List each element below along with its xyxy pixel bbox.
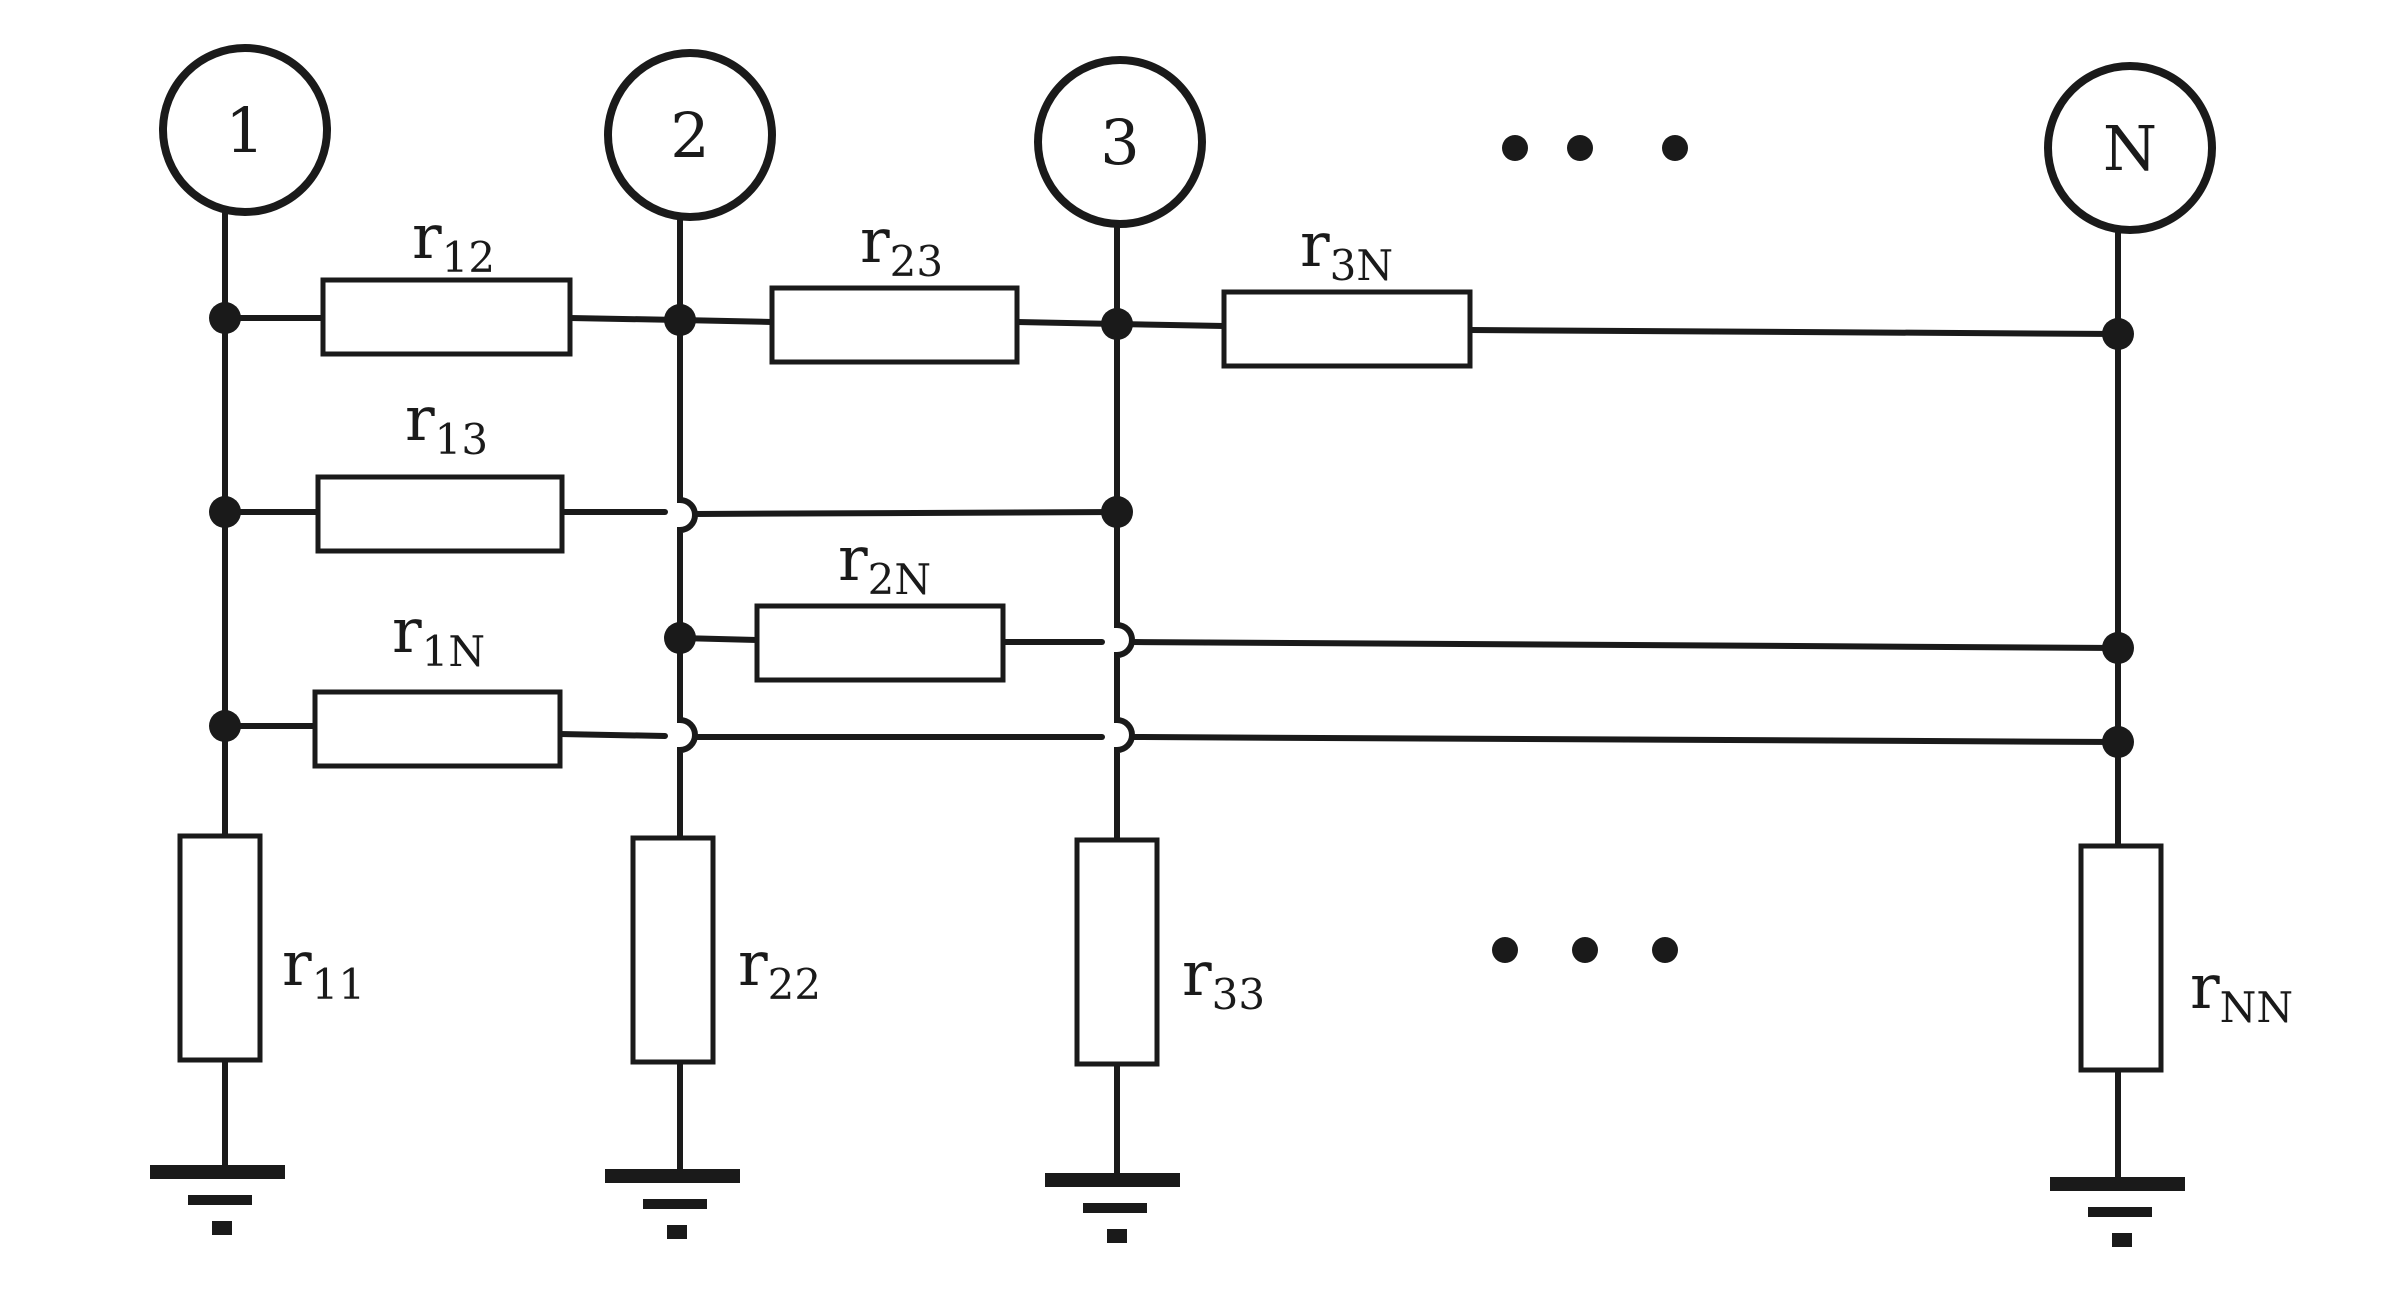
wire-r2N-right xyxy=(1129,639,2121,651)
horizontal-wires xyxy=(222,315,2121,745)
bus-2-upper xyxy=(677,197,698,841)
label-base: r xyxy=(1300,208,1330,281)
resistor-r12 xyxy=(320,277,573,357)
label-subscript: 22 xyxy=(768,960,821,1009)
label-base: r xyxy=(1182,937,1212,1010)
label-r11: r11 xyxy=(282,927,365,1009)
junction-dot xyxy=(2102,726,2134,758)
resistor-r23 xyxy=(769,285,1020,365)
junction-dot xyxy=(2102,632,2134,664)
resistor-r3N xyxy=(1221,289,1473,369)
junction-dots xyxy=(209,302,2134,758)
label-r33: r33 xyxy=(1182,937,1265,1019)
node-3-label: 3 xyxy=(1100,106,1139,179)
label-rNN: rNN xyxy=(2190,950,2293,1032)
label-subscript: NN xyxy=(2220,983,2294,1032)
label-base: r xyxy=(412,200,442,273)
bus-3-upper xyxy=(1114,202,1135,841)
ground-symbol-N xyxy=(2050,1177,2185,1247)
label-subscript: 2N xyxy=(868,555,931,604)
node-N-label: N xyxy=(2103,112,2157,185)
label-base: r xyxy=(2190,950,2220,1023)
node-2-circle xyxy=(604,49,776,221)
resistor-rNN xyxy=(2078,843,2164,1073)
junction-dot xyxy=(209,710,241,742)
label-r2N: r2N xyxy=(838,522,931,604)
junction-dot xyxy=(1101,496,1133,528)
node-3-circle xyxy=(1034,56,1206,228)
wire-r12-right xyxy=(567,315,683,323)
label-r3N: r3N xyxy=(1300,208,1393,290)
label-base: r xyxy=(838,522,868,595)
label-base: r xyxy=(860,204,890,277)
ellipsis-top xyxy=(1502,135,1688,161)
ground-symbol-3 xyxy=(1045,1173,1180,1243)
label-r1N: r1N xyxy=(392,594,485,676)
resistor-r22 xyxy=(630,835,716,1065)
label-subscript: 12 xyxy=(442,233,495,282)
mutual-resistor-bodies xyxy=(312,277,1473,769)
label-base: r xyxy=(282,927,312,1000)
wire-r3N-right xyxy=(1467,327,2121,337)
junction-dot xyxy=(1101,308,1133,340)
label-subscript: 1N xyxy=(422,627,485,676)
wire-r3N-left xyxy=(1114,321,1227,329)
wire-r23-right xyxy=(1014,319,1120,327)
node-1-circle xyxy=(159,44,331,216)
label-r12: r12 xyxy=(412,200,495,282)
junction-dot xyxy=(209,302,241,334)
junction-dot xyxy=(2102,318,2134,350)
ground-resistor-bodies xyxy=(177,833,2164,1073)
node-1-label: 1 xyxy=(225,94,264,167)
label-r22: r22 xyxy=(738,927,821,1009)
wire-r1N-right xyxy=(1129,734,2121,745)
label-base: r xyxy=(405,382,435,455)
ground-symbol-1 xyxy=(150,1165,285,1235)
resistor-r11 xyxy=(177,833,263,1063)
node-2-label: 2 xyxy=(670,99,709,172)
ground-symbols xyxy=(150,1165,2185,1247)
resistor-r33 xyxy=(1074,837,1160,1067)
junction-dot xyxy=(209,496,241,528)
label-base: r xyxy=(738,927,768,1000)
label-base: r xyxy=(392,594,422,667)
junction-dot xyxy=(664,304,696,336)
wire-r13-right xyxy=(692,509,1120,517)
ellipsis-bottom xyxy=(1492,937,1678,963)
label-subscript: 3N xyxy=(1330,241,1393,290)
junction-dot xyxy=(664,622,696,654)
label-subscript: 33 xyxy=(1212,970,1265,1019)
node-N-circle xyxy=(2044,62,2216,234)
ground-symbol-2 xyxy=(605,1169,740,1239)
wire-r1N-mid1 xyxy=(557,731,668,739)
label-r13: r13 xyxy=(405,382,488,464)
resistor-r1N xyxy=(312,689,563,769)
label-subscript: 13 xyxy=(435,415,488,464)
resistor-labels: r12 r23 r3N r13 r2N r1N r11 r22 r33 rNN xyxy=(282,200,2293,1032)
label-subscript: 11 xyxy=(312,960,365,1009)
label-subscript: 23 xyxy=(890,237,943,286)
node-circles: 1 2 3 N xyxy=(159,44,2216,234)
resistor-r2N xyxy=(754,603,1006,683)
resistor-r13 xyxy=(315,474,565,554)
label-r23: r23 xyxy=(860,204,943,286)
